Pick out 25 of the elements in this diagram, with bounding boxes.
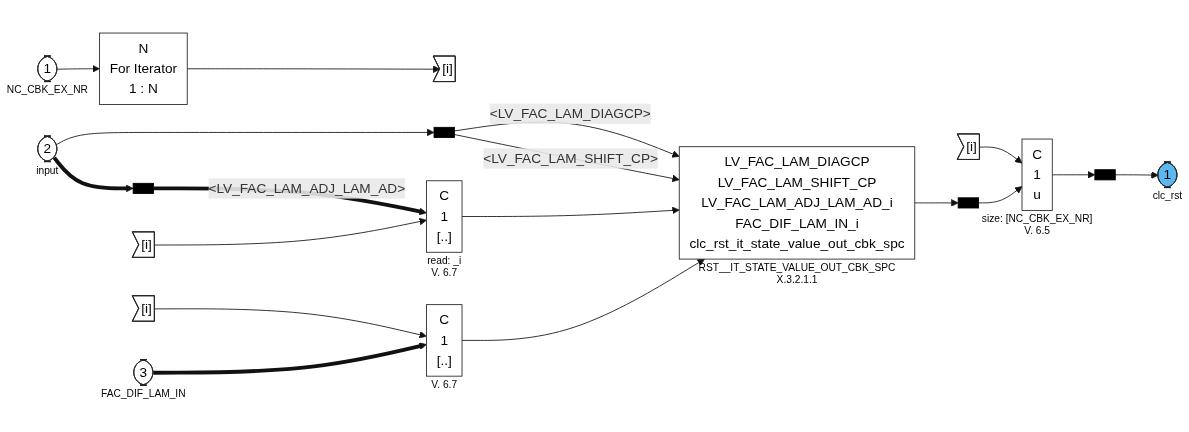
node-label: V. 6.7 xyxy=(431,267,458,279)
node-label: V. 6.5 xyxy=(1024,225,1051,237)
node-label: RST__IT_STATE_VALUE_OUT_CBK_SPC xyxy=(698,262,896,274)
edge-label: <LV_FAC_LAM_ADJ_LAM_AD> xyxy=(208,180,406,196)
edge-label: <LV_FAC_LAM_SHIFT_CP> xyxy=(483,150,658,166)
node-label: X.3.2.1.1 xyxy=(776,273,818,285)
node-box: C 1 [..] xyxy=(426,304,463,377)
arrow xyxy=(153,342,427,375)
edge-label: <LV_FAC_LAM_DIAGCP> xyxy=(489,106,651,121)
node-label: NC_CBK_EX_NR xyxy=(6,84,88,96)
node-label: FAC_DIF_LAM_IN xyxy=(101,388,186,400)
node-label: size: [NC_CBK_EX_NR] xyxy=(981,213,1093,225)
arrow xyxy=(52,156,134,193)
node-box: C 1 u xyxy=(1021,138,1053,211)
node-bar xyxy=(433,126,455,138)
node-label: V. 6.7 xyxy=(431,379,458,391)
node-bar xyxy=(957,197,979,209)
node-label: clc_rst xyxy=(1152,190,1183,202)
node-label: read: _i xyxy=(427,255,462,267)
node-bar xyxy=(132,182,154,194)
node-box: LV_FAC_LAM_DIAGCP LV_FAC_LAM_SHIFT_CP LV_FAC_LAM_ADJ_LAM_AD_i FAC_DIF_LAM_IN_i clc_rst_it_state_value_out_cbk_spc xyxy=(678,146,916,260)
node-box: C 1 [..] xyxy=(426,180,463,253)
node-box: N For Iterator 1 : N xyxy=(99,32,188,105)
node-label: input xyxy=(36,164,59,176)
node-bar xyxy=(1094,169,1116,181)
